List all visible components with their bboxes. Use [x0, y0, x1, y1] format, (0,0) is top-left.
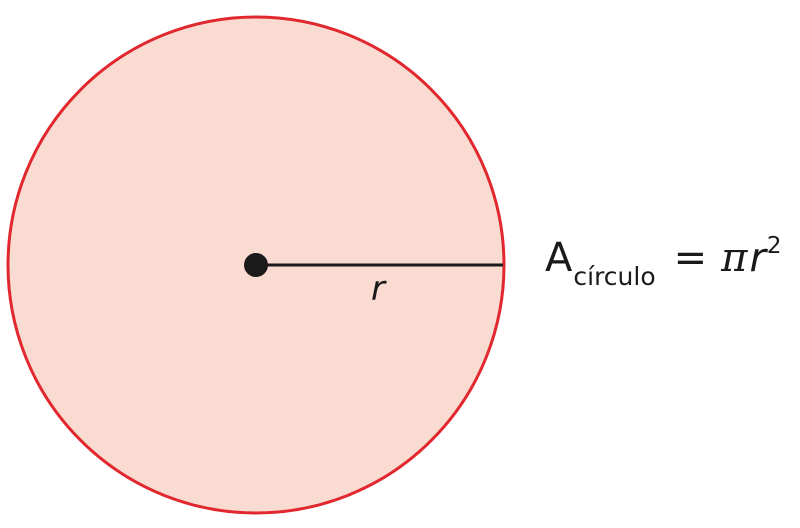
center-point [244, 253, 268, 277]
area-symbol: A [545, 235, 573, 281]
area-formula: Acírculo = πr2 [545, 235, 782, 290]
equals-sign: = [673, 235, 708, 281]
pi-symbol: π [721, 235, 748, 281]
exponent: 2 [766, 233, 782, 259]
radius-label: r [371, 269, 387, 309]
area-subscript: círculo [573, 262, 656, 291]
radius-variable: r [749, 235, 766, 281]
